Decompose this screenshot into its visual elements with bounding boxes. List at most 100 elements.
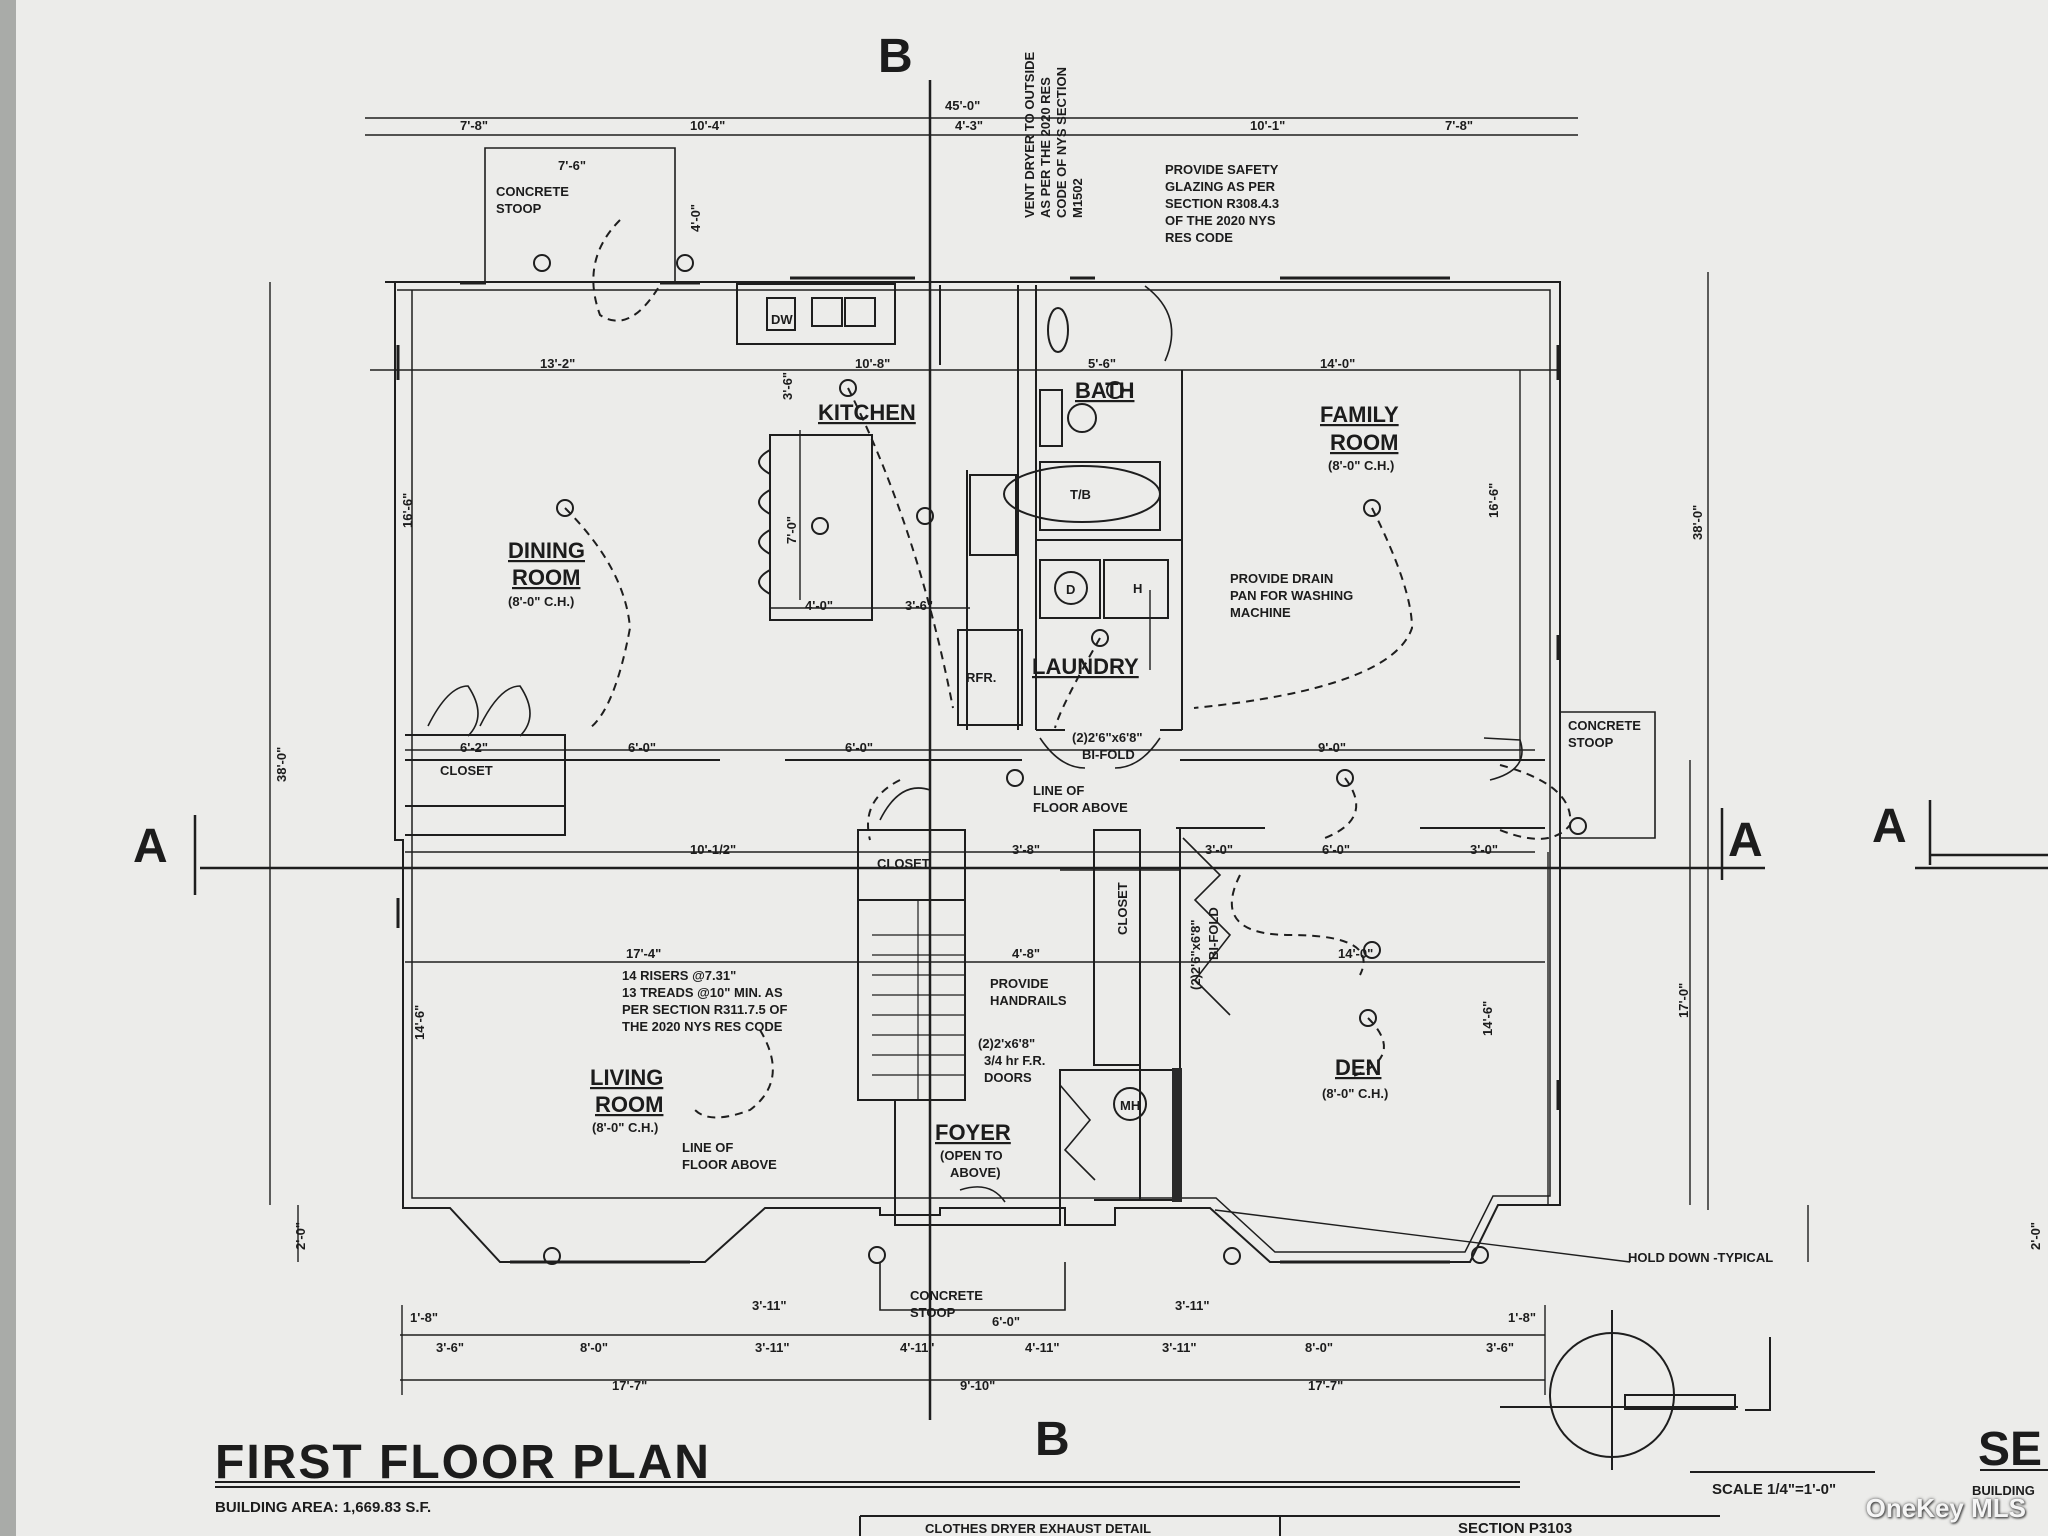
dimension-labels: 45'-0" 7'-8" 10'-4" 4'-3" 10'-1" 7'-8" 7…	[274, 98, 2043, 1393]
scale-note: SCALE 1/4"=1'-0"	[1712, 1481, 1836, 1498]
dim-liv-2: 4'-8"	[1012, 946, 1040, 961]
paper-sheet	[14, 0, 2048, 1536]
tub-label: T/B	[1070, 487, 1091, 502]
dim-top-2: 10'-4"	[690, 118, 725, 133]
dim-right-17: 17'-0"	[1676, 983, 1691, 1018]
plan-title: FIRST FLOOR PLAN	[215, 1436, 711, 1489]
stoop-bottom-1: CONCRETE	[910, 1288, 983, 1303]
fire-rated-wall	[1172, 1068, 1182, 1202]
room-ch-family: (8'-0" C.H.)	[1328, 458, 1394, 473]
dim-island-w: 4'-0"	[805, 598, 833, 613]
bifold-2a: (2)2'6"x6'8"	[1188, 919, 1203, 990]
dim-ext-2r: 2'-0"	[2028, 1222, 2043, 1250]
dim-bot-7: 4'-11"	[1025, 1340, 1060, 1355]
room-label-kitchen: KITCHEN	[818, 400, 916, 425]
dim-kitchen-w: 10'-8"	[855, 356, 890, 371]
foyer-walls	[894, 1069, 1094, 1226]
dim-stoop-w: 7'-6"	[558, 158, 586, 173]
stoop-right-1: CONCRETE	[1568, 718, 1641, 733]
bifold-1b: BI-FOLD	[1082, 747, 1135, 762]
stoops	[484, 147, 1656, 1311]
dim-kit-d: 3'-6"	[780, 372, 795, 400]
stoop-top-2: STOOP	[496, 201, 542, 216]
dim-ext-2: 2'-0"	[293, 1222, 308, 1250]
dim-hall-3: 6'-0"	[845, 740, 873, 755]
stair-line-1: 14 RISERS @7.31"	[622, 968, 736, 983]
mech-label: MH	[1120, 1098, 1140, 1113]
stair-line-3: PER SECTION R311.7.5 OF	[622, 1002, 788, 1017]
dim-liv-d: 14'-6"	[412, 1005, 427, 1040]
safety-line-2: GLAZING AS PER	[1165, 179, 1276, 194]
dim-bot-o1: 17'-7"	[612, 1378, 647, 1393]
sheet-left-shadow	[0, 0, 16, 1536]
dim-island-d: 7'-0"	[784, 516, 799, 544]
safety-line-4: OF THE 2020 NYS	[1165, 213, 1276, 228]
line-above-1b: FLOOR ABOVE	[1033, 800, 1128, 815]
stoop-bottom-2: STOOP	[910, 1305, 956, 1320]
room-ch-dining: (8'-0" C.H.)	[508, 594, 574, 609]
fire-doors-line-2: 3/4 hr F.R.	[984, 1053, 1045, 1068]
closet-dining	[405, 734, 566, 836]
dim-bot-2: 3'-6"	[436, 1340, 464, 1355]
note-stair: 14 RISERS @7.31" 13 TREADS @10" MIN. AS …	[622, 968, 788, 1034]
dim-family-d: 16'-6"	[1486, 483, 1501, 518]
stair-treads	[872, 900, 965, 1100]
dim-dining-w: 13'-2"	[540, 356, 575, 371]
vent-line-3: CODE OF NYS SECTION	[1054, 67, 1069, 218]
line-above-2b: FLOOR ABOVE	[682, 1157, 777, 1172]
stair-line-2: 13 TREADS @10" MIN. AS	[622, 985, 783, 1000]
hold-down-leader	[1214, 1209, 1631, 1263]
dim-island-r: 3'-6"	[905, 598, 933, 613]
north-arrow	[1500, 1310, 1771, 1470]
room-label-bath: BATH	[1075, 378, 1134, 403]
room-label-living-2: ROOM	[595, 1092, 663, 1117]
dim-hall-4: 9'-0"	[1318, 740, 1346, 755]
dim-top-1: 7'-8"	[460, 118, 488, 133]
note-drain-pan: PROVIDE DRAIN PAN FOR WASHING MACHINE	[1230, 571, 1353, 620]
room-label-dining: DINING	[508, 538, 585, 563]
dim-mid-2: 3'-8"	[1012, 842, 1040, 857]
dim-mid-4: 6'-0"	[1322, 842, 1350, 857]
vent-line-1: VENT DRYER TO OUTSIDE	[1022, 52, 1037, 218]
dim-bot-1: 1'-8"	[410, 1310, 438, 1325]
hold-down-note: HOLD DOWN -TYPICAL	[1628, 1250, 1773, 1265]
dim-top-5: 7'-8"	[1445, 118, 1473, 133]
dim-bot-4: 3'-11"	[755, 1340, 790, 1355]
dim-bath-w: 5'-6"	[1088, 356, 1116, 371]
dim-stoop-d: 4'-0"	[688, 204, 703, 232]
fire-doors-line-3: DOORS	[984, 1070, 1032, 1085]
section-reference: SECTION P3103	[1458, 1520, 1572, 1536]
dim-bot-6: 6'-0"	[992, 1314, 1020, 1329]
dim-bot-o2: 9'-10"	[960, 1378, 995, 1393]
dim-liv-w: 17'-4"	[626, 946, 661, 961]
foyer-sub-2: ABOVE)	[950, 1165, 1001, 1180]
closet-label-stair: CLOSET	[877, 856, 930, 871]
closet-label-hall: CLOSET	[1115, 882, 1130, 935]
dim-mid-3: 3'-0"	[1205, 842, 1233, 857]
dim-hall-1: 6'-2"	[460, 740, 488, 755]
dim-dining-d: 16'-6"	[400, 493, 415, 528]
handrails-line-1: PROVIDE	[990, 976, 1049, 991]
safety-line-1: PROVIDE SAFETY	[1165, 162, 1279, 177]
watermark: OneKey MLS	[1865, 1493, 2026, 1523]
section-mark-a-right: A	[1728, 814, 1763, 867]
dim-bot-11: 1'-8"	[1508, 1310, 1536, 1325]
section-mark-a-far: A	[1872, 800, 1907, 853]
windows	[396, 276, 1560, 1264]
note-vent-dryer: VENT DRYER TO OUTSIDE AS PER THE 2020 RE…	[1022, 52, 1085, 218]
dim-bot-9: 8'-0"	[1305, 1340, 1333, 1355]
drain-line-1: PROVIDE DRAIN	[1230, 571, 1333, 586]
dim-hall-2: 6'-0"	[628, 740, 656, 755]
dim-bot-o3: 17'-7"	[1308, 1378, 1343, 1393]
bath-fixtures	[1003, 307, 1169, 1121]
room-label-family: FAMILY	[1320, 402, 1399, 427]
safety-line-5: RES CODE	[1165, 230, 1233, 245]
dishwasher-label: DW	[771, 312, 793, 327]
next-sheet-sub: BUILDING	[1972, 1483, 2035, 1498]
section-cut-lines	[193, 80, 2048, 1420]
dim-mid-5: 3'-0"	[1470, 842, 1498, 857]
room-label-living: LIVING	[590, 1065, 663, 1090]
closet-label-dining: CLOSET	[440, 763, 493, 778]
